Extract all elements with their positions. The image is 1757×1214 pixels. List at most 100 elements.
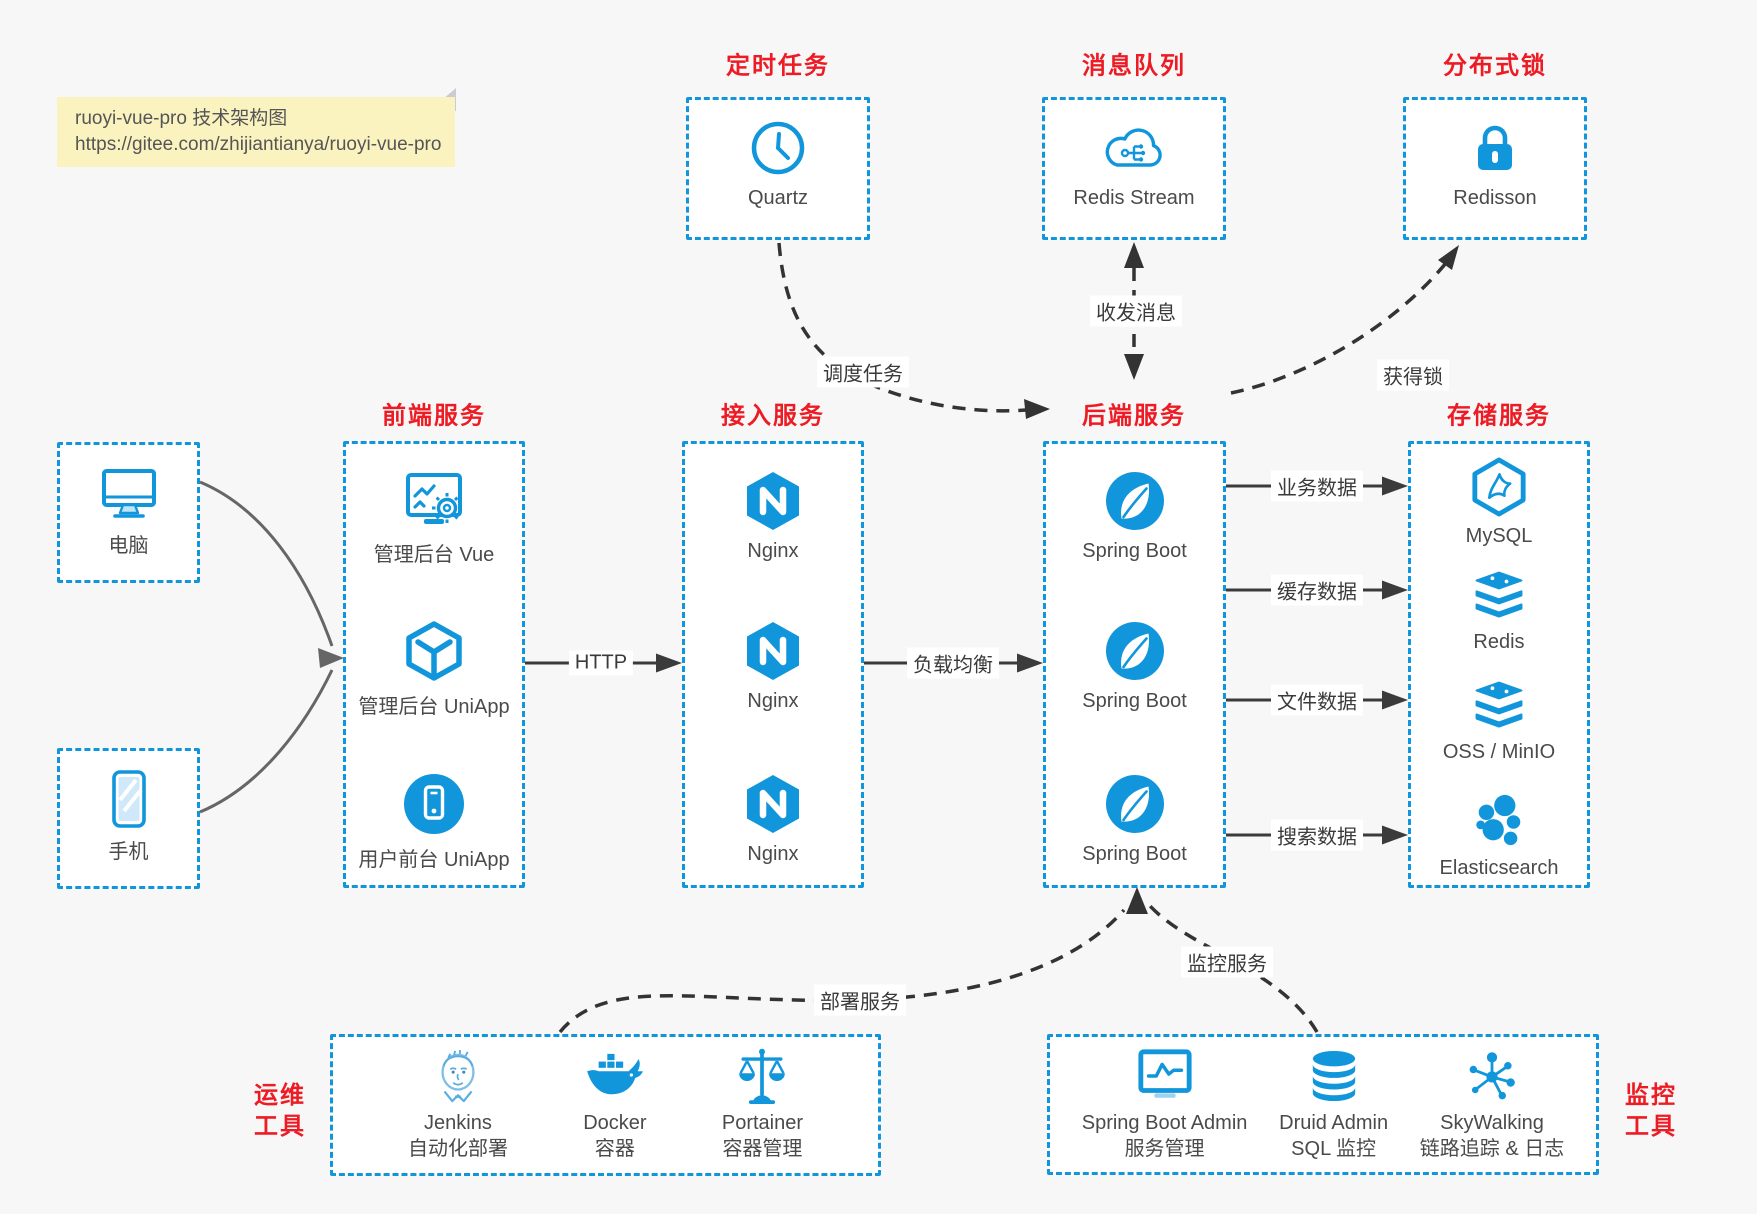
redisson-box: Redisson xyxy=(1403,97,1587,240)
mysql-label: MySQL xyxy=(1465,525,1533,547)
portainer-icon xyxy=(734,1048,790,1104)
edge-label-message: 收发消息 xyxy=(1090,295,1182,327)
access-column-box: Nginx Nginx Nginx xyxy=(682,441,864,888)
client-arrowhead xyxy=(318,648,344,668)
druid-label: Druid Admin xyxy=(1279,1111,1389,1134)
group-title-message-queue: 消息队列 xyxy=(1082,52,1186,80)
access-item-nginx-1: Nginx xyxy=(685,469,861,563)
access-item-nginx-2: Nginx xyxy=(685,619,861,713)
user-uniapp-label: 用户前台 UniApp xyxy=(358,849,510,871)
edge-label-http: HTTP xyxy=(568,650,634,676)
portainer-label: Portainer xyxy=(721,1112,804,1134)
pc-client-label: 电脑 xyxy=(108,535,149,557)
admin-vue-icon xyxy=(401,469,467,531)
docker-sublabel: 容器 xyxy=(594,1138,635,1160)
ops-tools-box: Jenkins 自动化部署 Docker 容器 xyxy=(330,1034,881,1176)
druid-icon xyxy=(1308,1048,1360,1104)
edge-label-deploy: 部署服务 xyxy=(814,984,906,1016)
tool-item-spring-boot-admin: Spring Boot Admin 服务管理 xyxy=(1081,1048,1248,1162)
elasticsearch-icon xyxy=(1470,792,1528,850)
nginx-label: Nginx xyxy=(747,843,799,865)
skywalking-icon xyxy=(1464,1048,1520,1104)
elasticsearch-label: Elasticsearch xyxy=(1439,857,1559,879)
spring-boot-label: Spring Boot xyxy=(1082,843,1187,865)
spring-boot-icon xyxy=(1103,772,1167,836)
tool-item-jenkins: Jenkins 自动化部署 xyxy=(408,1048,508,1162)
jenkins-label: Jenkins xyxy=(424,1112,492,1134)
monitor-tools-side-label: 监控 工具 xyxy=(1611,1080,1691,1142)
quartz-label: Quartz xyxy=(747,187,809,209)
edge-label-monitor: 监控服务 xyxy=(1181,946,1273,978)
storage-item-elasticsearch: Elasticsearch xyxy=(1411,792,1587,880)
portainer-sublabel: 容器管理 xyxy=(722,1138,803,1160)
access-item-nginx-3: Nginx xyxy=(685,772,861,866)
redis-stream-label: Redis Stream xyxy=(1073,187,1195,209)
druid-sublabel: SQL 监控 xyxy=(1291,1137,1377,1160)
ops-side-label-line2: 工具 xyxy=(254,1113,306,1140)
edge-label-cache-data: 缓存数据 xyxy=(1271,574,1363,606)
backend-item-springboot-3: Spring Boot xyxy=(1046,772,1223,866)
mysql-icon xyxy=(1470,456,1528,518)
desktop-icon xyxy=(97,461,161,525)
skywalking-sublabel: 链路追踪 & 日志 xyxy=(1419,1137,1565,1160)
spring-boot-admin-sublabel: 服务管理 xyxy=(1124,1137,1205,1160)
nginx-icon xyxy=(743,619,803,683)
monitor-side-label-line2: 工具 xyxy=(1625,1113,1677,1140)
redis-stack-icon xyxy=(1469,678,1529,734)
column-title-backend: 后端服务 xyxy=(1082,402,1186,430)
edge-label-search-data: 搜索数据 xyxy=(1271,819,1363,851)
backend-item-springboot-2: Spring Boot xyxy=(1046,619,1223,713)
monitor-tools-box: Spring Boot Admin 服务管理 Druid Admin SQL 监… xyxy=(1047,1034,1599,1175)
nginx-label: Nginx xyxy=(747,540,799,562)
tool-item-portainer: Portainer 容器管理 xyxy=(722,1048,803,1162)
ops-side-label-line1: 运维 xyxy=(254,1082,306,1109)
tool-item-druid: Druid Admin SQL 监控 xyxy=(1279,1048,1388,1162)
spring-boot-icon xyxy=(1103,619,1167,683)
spring-boot-admin-label: Spring Boot Admin xyxy=(1081,1111,1248,1134)
smartphone-icon xyxy=(107,767,151,831)
docker-icon xyxy=(583,1048,647,1104)
cloud-mq-icon xyxy=(1101,117,1167,179)
pc-client-box: 电脑 xyxy=(57,442,200,583)
admin-vue-label: 管理后台 Vue xyxy=(373,544,495,566)
skywalking-label: SkyWalking xyxy=(1440,1111,1544,1134)
uniapp-cube-icon xyxy=(402,619,466,683)
note-title: ruoyi-vue-pro 技术架构图 xyxy=(75,108,288,129)
storage-column-box: MySQL Redis xyxy=(1408,441,1590,888)
edge-label-business-data: 业务数据 xyxy=(1271,470,1363,502)
frontend-item-user-uniapp: 用户前台 UniApp xyxy=(346,772,522,872)
jenkins-sublabel: 自动化部署 xyxy=(407,1138,508,1160)
edge-label-file-data: 文件数据 xyxy=(1271,684,1363,716)
redis-label: Redis xyxy=(1473,631,1525,653)
spring-boot-admin-icon xyxy=(1133,1048,1197,1104)
group-title-distributed-lock: 分布式锁 xyxy=(1443,52,1547,80)
mobile-app-icon xyxy=(402,772,466,836)
edge-label-load-balance: 负载均衡 xyxy=(907,647,999,679)
mobile-client-box: 手机 xyxy=(57,748,200,889)
column-title-frontend: 前端服务 xyxy=(382,402,486,430)
tool-item-docker: Docker 容器 xyxy=(583,1048,647,1162)
column-title-access: 接入服务 xyxy=(721,402,825,430)
tool-item-skywalking: SkyWalking 链路追踪 & 日志 xyxy=(1420,1048,1564,1162)
redis-stream-box: Redis Stream xyxy=(1042,97,1226,240)
nginx-icon xyxy=(743,469,803,533)
monitor-side-label-line1: 监控 xyxy=(1625,1082,1677,1109)
frontend-item-admin-uniapp: 管理后台 UniApp xyxy=(346,619,522,719)
nginx-icon xyxy=(743,772,803,836)
lock-icon xyxy=(1466,117,1524,179)
edge-label-lock: 获得锁 xyxy=(1377,359,1449,391)
frontend-item-admin-vue: 管理后台 Vue xyxy=(346,469,522,567)
note-url: https://gitee.com/zhijiantianya/ruoyi-vu… xyxy=(75,134,442,155)
admin-uniapp-label: 管理后台 UniApp xyxy=(358,696,510,718)
oss-minio-label: OSS / MinIO xyxy=(1442,741,1556,763)
spring-boot-label: Spring Boot xyxy=(1082,540,1187,562)
clock-icon xyxy=(749,117,807,179)
mobile-client-label: 手机 xyxy=(108,841,149,863)
frontend-column-box: 管理后台 Vue 管理后台 UniApp 用户前台 UniApp xyxy=(343,441,525,888)
column-title-storage: 存储服务 xyxy=(1447,402,1551,430)
redis-stack-icon xyxy=(1469,568,1529,624)
edge-label-schedule: 调度任务 xyxy=(817,356,909,388)
backend-item-springboot-1: Spring Boot xyxy=(1046,469,1223,563)
ops-tools-side-label: 运维 工具 xyxy=(240,1080,320,1142)
